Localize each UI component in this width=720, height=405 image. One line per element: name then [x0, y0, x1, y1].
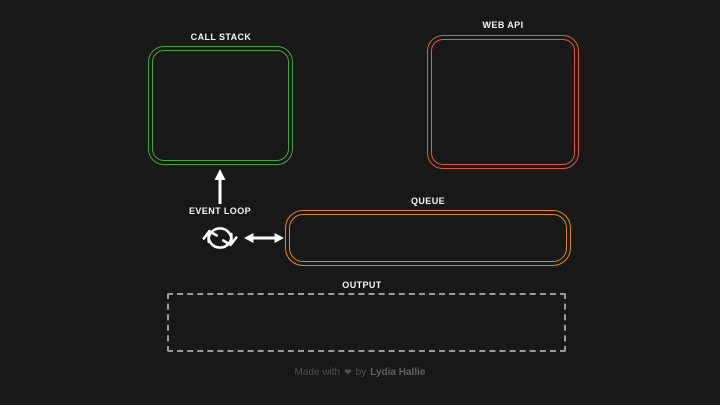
cycle-arrows-icon	[202, 227, 238, 249]
output-box	[167, 293, 566, 352]
event-loop-label: EVENT LOOP	[188, 206, 252, 216]
arrow-up-icon	[214, 169, 226, 204]
credit-line: Made with ❤ by Lydia Hallie	[295, 367, 426, 378]
call-stack-label: CALL STACK	[190, 32, 252, 42]
web-api-box	[427, 35, 579, 169]
credit-by: by	[355, 367, 367, 378]
credit-made-with: Made with	[294, 367, 341, 378]
web-api-label: WEB API	[482, 20, 524, 30]
queue-box-inner	[289, 214, 567, 262]
call-stack-box	[148, 46, 293, 165]
heart-icon: ❤	[344, 367, 352, 377]
output-label: OUTPUT	[342, 280, 382, 290]
queue-label: QUEUE	[410, 196, 446, 206]
web-api-box-inner	[431, 39, 575, 165]
queue-box	[285, 210, 571, 266]
call-stack-box-inner	[152, 50, 289, 161]
arrow-left-right-icon	[244, 233, 284, 243]
credit-author: Lydia Hallie	[370, 367, 426, 378]
